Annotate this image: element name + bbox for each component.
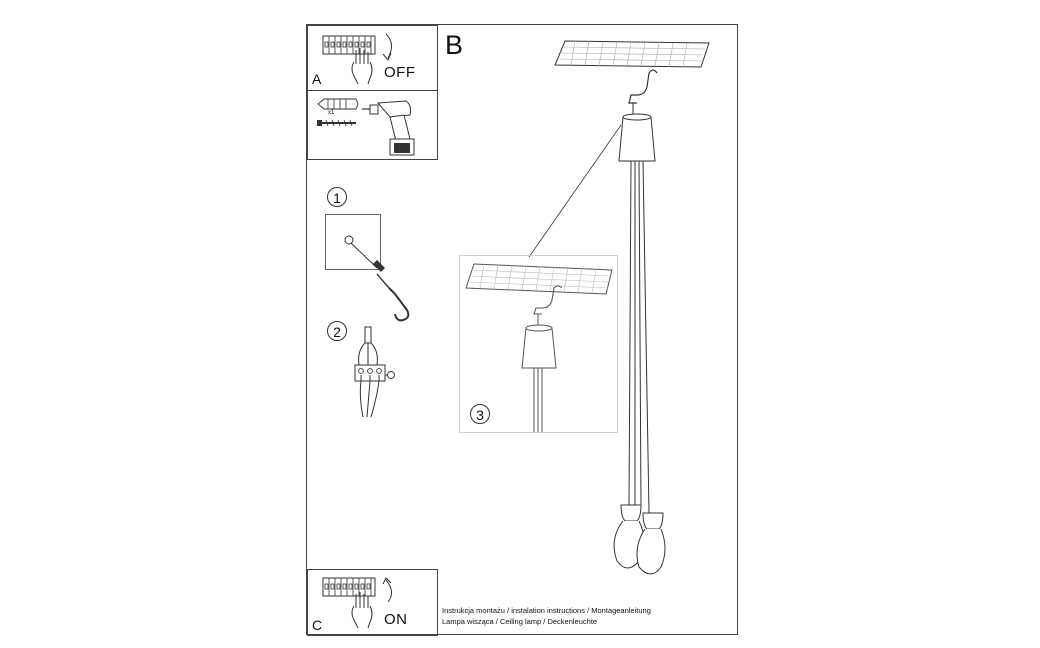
panel-a-label: A — [312, 71, 322, 87]
panel-a: A OFF — [307, 25, 438, 91]
step-3-inset: 3 — [459, 255, 618, 433]
terminal-block-icon — [354, 326, 395, 418]
wall-plug-icon — [317, 98, 359, 110]
footer-caption-line2: Lampa wisząca / Ceiling lamp / Deckenleu… — [442, 617, 598, 626]
on-label: ON — [384, 611, 408, 628]
pendant-lamp-icon — [613, 69, 666, 575]
drill-icon — [362, 100, 415, 156]
step-2-marker: 2 — [327, 321, 347, 341]
inset-ceiling-plate-icon — [465, 263, 613, 295]
panel-c: C ON — [307, 569, 438, 636]
hook-icon — [344, 235, 410, 322]
hand-icon — [351, 592, 373, 629]
screw-icon — [317, 119, 356, 127]
curved-arrow-icon — [382, 577, 392, 603]
callout-line — [528, 124, 622, 258]
breaker-panel-icon — [322, 35, 376, 55]
hand-icon — [351, 48, 373, 85]
step-1-marker: 1 — [327, 187, 347, 207]
drill-panel: x1 — [307, 90, 438, 160]
panel-c-label: C — [312, 617, 323, 633]
quantity-label: x1 — [328, 110, 335, 116]
instruction-sheet: A OFF x1 — [306, 24, 738, 636]
breaker-panel-icon — [322, 577, 376, 597]
panel-b-label: B — [445, 30, 464, 60]
off-label: OFF — [384, 64, 416, 81]
step-3-marker: 3 — [470, 404, 490, 424]
curved-arrow-icon — [382, 33, 392, 61]
step-1-ceiling-box — [325, 214, 381, 270]
inset-lamp-canopy-icon — [521, 285, 563, 432]
footer-caption-line1: Instrukcja montażu / instalation instruc… — [442, 606, 651, 615]
ceiling-plate-icon — [554, 40, 710, 68]
